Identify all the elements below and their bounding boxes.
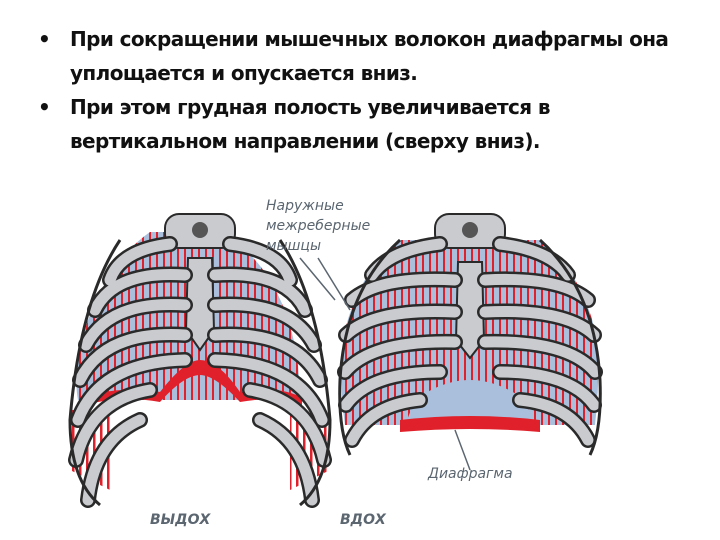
inhale-label: ВДОХ bbox=[340, 512, 386, 528]
ribs-exhale-fill bbox=[70, 238, 330, 506]
ribs-inhale-fill bbox=[339, 238, 601, 446]
muscles-label: Наружные межреберные мышцы bbox=[266, 196, 370, 256]
bullet-item: • При сокращении мышечных волокон диафра… bbox=[38, 22, 698, 90]
ribcage-exhale bbox=[68, 213, 332, 508]
muscles-label-line: мышцы bbox=[266, 238, 322, 254]
bullet-item: • При этом грудная полость увеличивается… bbox=[38, 90, 698, 158]
vertebra-detail bbox=[462, 222, 478, 238]
ribcage-inhale bbox=[337, 213, 603, 456]
muscles-label-line: Наружные bbox=[266, 198, 344, 214]
vertebra-detail bbox=[192, 222, 208, 238]
diaphragm-inhale bbox=[400, 416, 540, 432]
rib-frame-exhale bbox=[68, 239, 332, 507]
bullet-text: При этом грудная полость увеличивается в… bbox=[70, 95, 551, 153]
abdomen-area-inhale bbox=[405, 380, 535, 425]
diaphragm-label: Диафрагма bbox=[428, 466, 513, 482]
sternum-exhale bbox=[184, 257, 216, 352]
sternum-inhale bbox=[454, 261, 486, 360]
bullet-list: • При сокращении мышечных волокон диафра… bbox=[38, 22, 698, 158]
bullet-marker: • bbox=[38, 95, 51, 119]
muscles-label-line: межреберные bbox=[266, 218, 371, 234]
bullet-text: При сокращении мышечных волокон диафрагм… bbox=[70, 27, 669, 85]
exhale-label: ВЫДОХ bbox=[150, 512, 211, 528]
rib-frame-inhale bbox=[338, 238, 602, 456]
bullet-marker: • bbox=[38, 27, 51, 51]
label-pointers bbox=[299, 257, 471, 471]
